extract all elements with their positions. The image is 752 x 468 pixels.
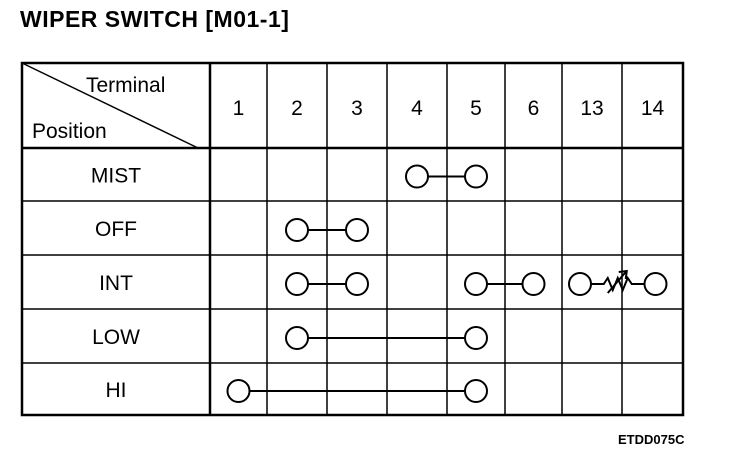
resistor-symbol	[591, 275, 645, 293]
variable-arrow	[606, 271, 627, 294]
position-label: MIST	[91, 165, 141, 188]
terminal-circle	[568, 272, 592, 296]
terminal-header: 2	[291, 97, 303, 120]
terminal-circle	[643, 272, 668, 296]
terminal-headers: 1 2 3 4 5 6 13 14	[233, 97, 665, 120]
terminal-header: 6	[528, 97, 540, 120]
terminal-circle	[345, 218, 369, 242]
terminal-circle	[285, 272, 309, 296]
terminal-header: 4	[411, 97, 423, 120]
terminal-circle	[521, 272, 546, 296]
terminal-header: 14	[641, 97, 665, 120]
terminal-header: 5	[470, 97, 482, 120]
position-header-label: Position	[32, 120, 107, 143]
header-diagonal	[21, 62, 199, 149]
position-label: INT	[99, 272, 133, 295]
diagram-title: WIPER SWITCH [M01-1]	[20, 6, 290, 32]
table-grid	[20, 61, 685, 417]
terminal-header-label: Terminal	[86, 74, 165, 97]
terminal-circle	[345, 272, 369, 296]
figure-code: ETDD075C	[618, 432, 685, 447]
terminal-circle	[226, 379, 251, 403]
position-label: OFF	[95, 218, 137, 241]
terminal-header: 13	[580, 97, 603, 120]
variable-arrowhead	[618, 269, 628, 280]
connection-marks	[226, 164, 668, 403]
terminal-header: 3	[351, 97, 363, 120]
table-border	[20, 61, 685, 417]
position-label: HI	[106, 379, 127, 402]
terminal-circle	[285, 326, 309, 350]
terminal-circle	[464, 164, 488, 189]
terminal-circle	[405, 164, 429, 189]
position-label: LOW	[92, 326, 140, 349]
terminal-circle	[464, 272, 488, 296]
terminal-header: 1	[233, 97, 245, 120]
position-labels: MIST OFF INT LOW HI	[91, 165, 141, 403]
terminal-circle	[464, 326, 488, 350]
terminal-circle	[285, 218, 309, 242]
terminal-circle	[464, 379, 488, 403]
